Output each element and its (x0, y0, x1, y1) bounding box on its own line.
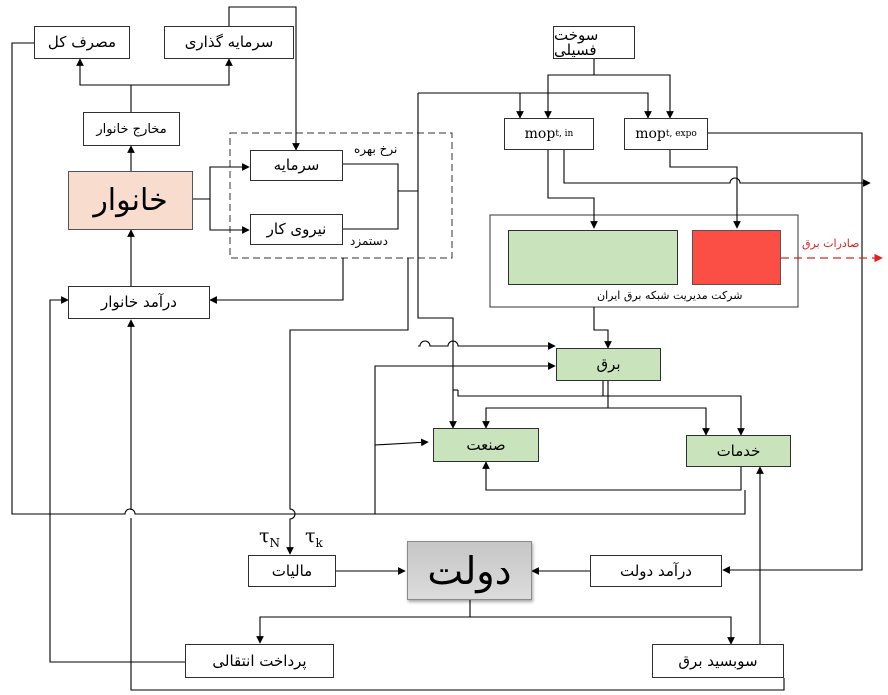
line-electricity-down (602, 381, 745, 436)
investment-box: سرمایه گذاری (164, 26, 294, 59)
tau-n-subscript: N (269, 535, 281, 550)
arrow-grid-to-electricity (593, 307, 612, 349)
capital-box: سرمایه (250, 150, 343, 181)
arrow-trunk-to-mop-in-1 (418, 92, 524, 119)
arrow-household-to-capital (193, 163, 250, 200)
services-box: خدمات (686, 435, 791, 467)
household-expenditure-box: مخارج خانوار (83, 112, 180, 146)
tau-n-base: τ (259, 525, 270, 547)
line-left-loop-branch (374, 362, 556, 514)
tax-box: مالیات (248, 555, 336, 587)
arrow-transfer-to-income (49, 296, 185, 663)
household-income-box: درآمد خانوار (68, 286, 210, 319)
line-labor-out (343, 191, 399, 230)
arrow-factor-income (209, 258, 344, 304)
total-consumption-box: مصرف کل (34, 26, 130, 59)
factor-market-boundary (229, 132, 453, 259)
arrow-expenditure-to-investment (131, 58, 233, 86)
electricity-subsidy-box: سوبسید برق (652, 644, 784, 678)
industry-box: صنعت (433, 428, 539, 462)
arrow-electricity-to-industry (482, 381, 609, 429)
line-gov-down (256, 600, 471, 644)
arrow-bottom-loop-to-income (130, 518, 785, 691)
arrow-expenditure-to-consumption (76, 58, 132, 112)
line-capital-out (343, 163, 418, 192)
arrow-capital-to-electricity (418, 340, 556, 350)
mop-in-subscript: t, in (555, 128, 574, 139)
mop-expo-label: mop (635, 126, 666, 142)
arrow-trunk-to-mop-expo (520, 92, 652, 119)
tau-n-label: τN (259, 527, 280, 549)
mop-expo-subscript: t, expo (665, 128, 697, 139)
electricity-box: برق (556, 348, 661, 381)
grid-red-block (692, 230, 781, 285)
arrow-investment-to-capital (228, 6, 300, 151)
line-left-outer-loop (11, 42, 746, 515)
arrow-mop-expo-to-grid (669, 150, 741, 229)
mop-in-label: mop (524, 126, 556, 142)
arrow-to-industry-left (374, 438, 429, 447)
tau-k-base: τ (305, 525, 316, 547)
labor-box: نیروی کار (250, 214, 343, 245)
household-box: خانوار (68, 171, 193, 230)
grid-company-label: شرکت مدیریت شبکه برق ایران (597, 289, 743, 302)
line-mop-expo-to-gov (708, 132, 863, 574)
arrow-mop-in-to-right (563, 150, 871, 187)
arrow-services-to-industry (482, 461, 742, 491)
arrow-gov-to-subsidy (470, 616, 735, 645)
arrow-household-to-labor (209, 199, 250, 234)
grid-green-block (508, 230, 678, 285)
arrow-electricity-to-services (608, 407, 710, 436)
arrow-mop-in-to-grid (547, 150, 598, 229)
arrow-fuel-to-mop-in (544, 59, 595, 119)
government-box: دولت (407, 541, 532, 600)
line-trunk-top (417, 93, 457, 429)
transfer-payment-box: پرداخت انتقالی (185, 644, 334, 678)
arrow-to-tax (286, 258, 409, 555)
line-electricity-left (457, 390, 603, 397)
fossil-fuel-box: سوخت فسیلی (553, 26, 635, 59)
arrow-fuel-to-mop-expo (594, 74, 674, 119)
wage-label: دستمزد (350, 234, 388, 248)
electricity-export-label: صادرات برق (802, 237, 860, 250)
tau-k-label: τk (305, 527, 323, 549)
interest-rate-label: نرخ بهره (354, 142, 398, 156)
government-income-box: درآمد دولت (590, 555, 722, 587)
tau-k-subscript: k (315, 535, 323, 550)
